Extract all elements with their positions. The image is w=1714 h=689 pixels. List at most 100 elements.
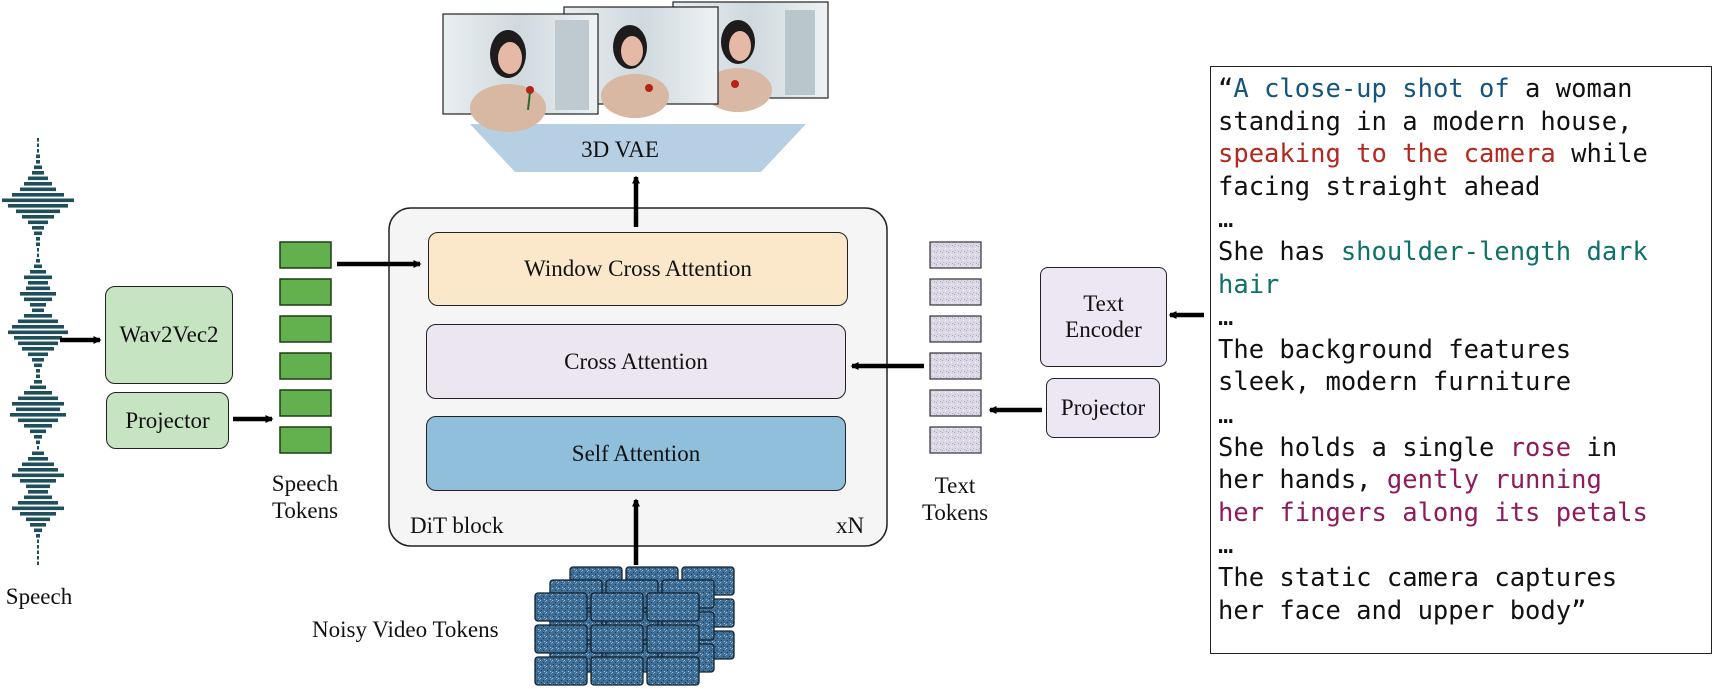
prompt-line-7: The background features bbox=[1218, 334, 1572, 365]
waveform-bar bbox=[30, 429, 46, 434]
prompt-line-3: speaking to the camera while bbox=[1218, 139, 1648, 170]
waveform-bar bbox=[37, 545, 39, 549]
waveform-bar bbox=[36, 440, 40, 445]
waveform-bar bbox=[28, 457, 48, 461]
text-tokens-label-1: Text bbox=[934, 473, 976, 498]
speech-token bbox=[279, 389, 332, 417]
waveform-bar bbox=[28, 490, 48, 494]
speech-tokens-label-2: Tokens bbox=[271, 498, 339, 523]
waveform-bar bbox=[37, 248, 39, 252]
prompt-line-13: her face and upper body” bbox=[1218, 595, 1587, 626]
waveform-bar bbox=[8, 204, 68, 208]
waveform-bar bbox=[30, 385, 46, 390]
text-projector-label: Projector bbox=[1060, 395, 1146, 420]
noisy-video-token bbox=[590, 624, 644, 654]
waveform-bar bbox=[26, 286, 50, 291]
waveform-bar bbox=[12, 402, 64, 406]
waveform-bar bbox=[37, 138, 39, 142]
prompt-line-11: her fingers along its petals bbox=[1218, 497, 1648, 528]
self-attention-label: Self Attention bbox=[571, 440, 701, 466]
vae-label: 3D VAE bbox=[581, 137, 659, 162]
prompt-line-1: “A close-up shot of a woman bbox=[1218, 74, 1633, 104]
waveform-bar bbox=[37, 149, 39, 153]
waveform-bar bbox=[24, 391, 52, 395]
wav2vec2-box: Wav2Vec2 bbox=[105, 286, 233, 384]
cross-attention-label: Cross Attention bbox=[564, 348, 708, 374]
waveform-bar bbox=[24, 314, 52, 318]
window-cross-attention-label: Window Cross Attention bbox=[524, 256, 752, 281]
waveform-bar bbox=[28, 176, 48, 181]
highlight-gesture: gently running bbox=[1386, 465, 1602, 496]
waveform-bar bbox=[24, 424, 52, 428]
waveform-bar bbox=[34, 231, 42, 236]
speech-projector-label: Projector bbox=[125, 407, 210, 433]
noisy-video-tokens bbox=[534, 566, 735, 686]
prompt-ellipsis-1: … bbox=[1218, 204, 1234, 235]
noisy-video-token bbox=[590, 656, 644, 686]
speech-token bbox=[279, 426, 332, 454]
speech-token bbox=[279, 315, 332, 343]
waveform-bar bbox=[20, 512, 56, 516]
speech-token bbox=[279, 241, 332, 269]
waveform-bar bbox=[8, 330, 68, 335]
highlight-object: rose bbox=[1509, 432, 1572, 463]
text-token bbox=[929, 352, 982, 380]
waveform-bar bbox=[20, 479, 56, 483]
waveform-bar bbox=[18, 501, 58, 505]
waveform-bar bbox=[18, 468, 58, 472]
waveform-bar bbox=[14, 336, 62, 340]
waveform-bar bbox=[36, 154, 40, 159]
waveform-bar bbox=[24, 182, 52, 186]
waveform-bar bbox=[20, 292, 56, 296]
waveform-bar bbox=[24, 297, 52, 302]
noisy-video-token bbox=[646, 656, 700, 686]
waveform-bar bbox=[18, 396, 58, 401]
waveform-bar bbox=[37, 556, 39, 560]
waveform-bar bbox=[32, 308, 44, 313]
waveform-bar bbox=[37, 253, 39, 258]
waveform-bar bbox=[2, 198, 74, 203]
wav2vec2-label: Wav2Vec2 bbox=[119, 322, 219, 347]
waveform-bar bbox=[12, 473, 64, 478]
prompt-ellipsis-3: … bbox=[1218, 399, 1234, 430]
arrows bbox=[60, 175, 1204, 565]
waveform-bar bbox=[34, 165, 42, 170]
waveform-bar bbox=[28, 281, 48, 285]
waveform-bar bbox=[32, 226, 44, 230]
waveform-bar bbox=[34, 380, 42, 384]
waveform-bar bbox=[18, 341, 58, 346]
waveform-bar bbox=[12, 506, 64, 511]
waveform-bar bbox=[10, 413, 66, 417]
waveform-bar bbox=[36, 369, 40, 373]
text-projector-box: Projector bbox=[1046, 378, 1160, 438]
prompt-line-2: standing in a modern house, bbox=[1218, 106, 1633, 137]
noisy-video-token bbox=[590, 592, 644, 622]
waveform-bar bbox=[37, 446, 39, 450]
speech-projector-box: Projector bbox=[106, 392, 229, 449]
waveform-bar bbox=[26, 517, 50, 522]
waveform-bar bbox=[24, 495, 52, 500]
waveform-bar bbox=[22, 215, 54, 219]
noisy-video-token bbox=[646, 624, 700, 654]
noisy-video-token bbox=[534, 624, 588, 654]
waveform-bar bbox=[32, 358, 44, 362]
text-encoder-label-1: Text bbox=[1083, 291, 1124, 316]
waveform-bar bbox=[37, 561, 39, 566]
speech-tokens bbox=[279, 241, 332, 454]
text-tokens bbox=[929, 241, 982, 454]
waveform-bar bbox=[26, 484, 50, 489]
waveform-bar bbox=[32, 451, 44, 456]
waveform-bar bbox=[16, 407, 60, 412]
text-token bbox=[929, 426, 982, 454]
prompt-line-6: hair bbox=[1218, 269, 1280, 300]
speech-tokens-label: Speech Tokens bbox=[255, 470, 355, 524]
text-tokens-label-2: Tokens bbox=[921, 500, 989, 525]
waveform-bar bbox=[36, 242, 40, 247]
noisy-video-token bbox=[534, 592, 588, 622]
waveform-bar bbox=[37, 550, 39, 555]
prompt-line-4: facing straight ahead bbox=[1218, 171, 1541, 202]
waveform-bar bbox=[18, 418, 58, 423]
video-frame-1 bbox=[442, 13, 599, 132]
self-attention-box: Self Attention bbox=[426, 416, 846, 491]
